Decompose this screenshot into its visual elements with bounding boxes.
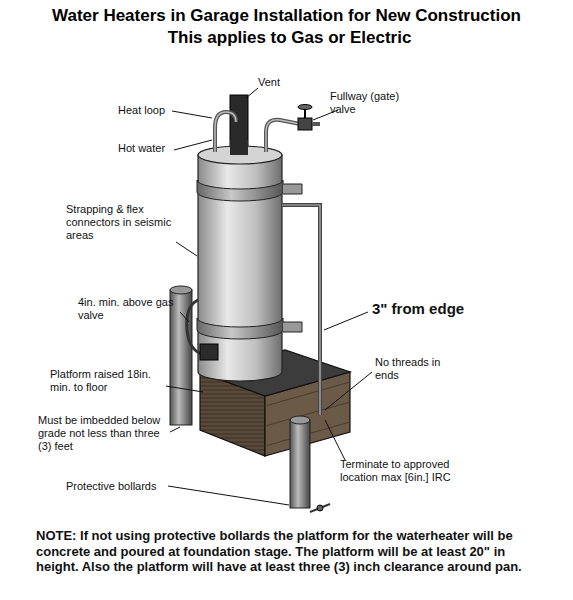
leader-line	[170, 427, 180, 432]
leader-line	[325, 420, 345, 460]
leader-line	[166, 386, 203, 392]
leader-line	[172, 111, 212, 118]
callout-note: Terminate to approved location max [6in.…	[340, 458, 490, 484]
heat-loop-piping	[266, 120, 300, 152]
part-label: Fullway (gate) valve	[330, 90, 420, 116]
relief-pipe	[282, 205, 320, 415]
gate-valve	[298, 105, 312, 110]
drain-valve	[310, 504, 330, 512]
dimension-label: 4in. min. above gas valve	[78, 296, 180, 322]
seismic-strap	[283, 184, 302, 194]
protective-bollard	[290, 416, 310, 508]
gate-valve	[312, 122, 320, 126]
water-heater-tank	[230, 140, 248, 155]
callout-note: Must be imbedded below grade not less th…	[38, 414, 168, 454]
callout-note: No threads in ends	[375, 356, 453, 382]
drain-valve	[310, 504, 330, 512]
part-label: Hot water	[118, 142, 165, 155]
water-heater-tank	[198, 140, 282, 381]
dimension-label: Platform raised 18in. min. to floor	[50, 368, 164, 394]
leader-line	[325, 372, 372, 410]
leader-line	[176, 242, 197, 256]
heat-loop-piping	[266, 120, 300, 152]
relief-pipe	[282, 205, 320, 415]
subtitle: This applies to Gas or Electric	[3, 28, 573, 48]
title: Water Heaters in Garage Installation for…	[0, 6, 573, 26]
protective-bollard	[290, 416, 310, 424]
part-label: Protective bollards	[66, 480, 157, 493]
heat-loop-piping	[215, 112, 300, 152]
heat-loop-piping	[215, 112, 236, 152]
leader-line	[168, 486, 289, 505]
seismic-strap	[197, 318, 283, 339]
part-label: Vent	[258, 76, 280, 89]
note-text: NOTE: If not using protective bollards t…	[36, 528, 541, 575]
protective-bollard	[170, 286, 192, 294]
leader-line	[166, 88, 372, 505]
leader-line	[324, 312, 368, 330]
drain-valve	[317, 505, 323, 511]
heat-loop-piping	[215, 112, 236, 152]
vent-pipe	[230, 95, 248, 155]
dimension-label: 3" from edge	[372, 300, 464, 318]
leader-line	[246, 88, 258, 98]
gate-valve	[298, 118, 312, 130]
leader-line	[180, 312, 189, 322]
protective-bollard	[290, 420, 310, 508]
seismic-strap	[197, 180, 283, 201]
leader-line	[174, 140, 212, 150]
gate-valve	[298, 105, 320, 131]
relief-pipe	[282, 205, 320, 415]
water-heater-tank	[198, 155, 282, 381]
vent-pipe	[230, 95, 248, 155]
seismic-strap	[283, 322, 302, 332]
callout-note: Strapping & flex connectors in seismic a…	[66, 203, 178, 243]
gas-valve	[200, 344, 218, 360]
gas-valve	[187, 300, 218, 360]
part-label: Heat loop	[118, 104, 165, 117]
